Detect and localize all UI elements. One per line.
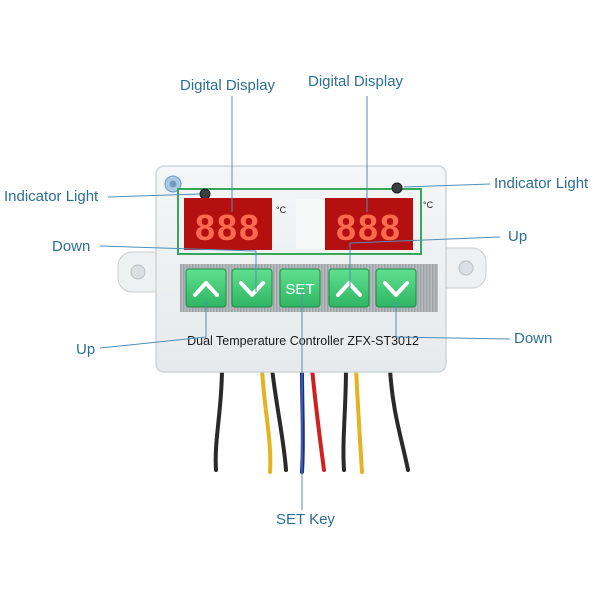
callout-indicator-light-right: Indicator Light	[494, 175, 589, 192]
left-digital-display	[184, 198, 272, 250]
right-display-unit: °C	[423, 200, 434, 210]
leader-up-right	[349, 236, 501, 244]
wire	[260, 366, 273, 474]
wire	[213, 366, 224, 472]
wire-bundle	[213, 366, 410, 474]
leader-indicator-light-left	[107, 193, 201, 198]
display-gap	[296, 199, 324, 249]
left-display-digits: 888	[195, 207, 261, 248]
leader-down-right	[395, 336, 511, 340]
wire	[354, 366, 364, 474]
callout-indicator-light-left: Indicator Light	[4, 188, 99, 205]
down-button-left[interactable]	[231, 268, 273, 308]
callout-set-key: SET Key	[276, 511, 335, 528]
indicator-light-left	[199, 188, 211, 200]
device-title: Dual Temperature Controller ZFX-ST3012	[187, 334, 419, 348]
leader-up-left	[99, 336, 207, 349]
chevron-up-icon	[336, 281, 362, 297]
wire	[388, 366, 410, 472]
left-display-unit: °C	[276, 205, 287, 215]
wire	[341, 366, 348, 472]
callout-down-left: Down	[52, 238, 91, 255]
callout-up-right: Up	[508, 228, 528, 245]
up-button-left[interactable]	[185, 268, 227, 308]
down-button-right[interactable]	[375, 268, 417, 308]
leader-indicator-light-right	[403, 183, 491, 188]
chevron-down-icon	[239, 281, 265, 297]
leader-down-left	[99, 245, 257, 252]
display-frame	[177, 188, 422, 255]
wire	[270, 366, 288, 472]
set-button[interactable]: SET	[279, 268, 321, 308]
callout-down-right: Down	[514, 330, 553, 347]
callout-up-left: Up	[76, 341, 96, 358]
callout-lines	[99, 96, 511, 510]
chevron-up-icon	[193, 281, 219, 297]
wire	[310, 366, 326, 472]
callout-digital-display-right: Digital Display	[308, 73, 404, 90]
callout-digital-display-left: Digital Display	[180, 77, 276, 94]
indicator-light-right	[391, 182, 403, 194]
up-button-right[interactable]	[328, 268, 370, 308]
chevron-down-icon	[383, 281, 409, 297]
set-button-label: SET	[285, 281, 314, 298]
